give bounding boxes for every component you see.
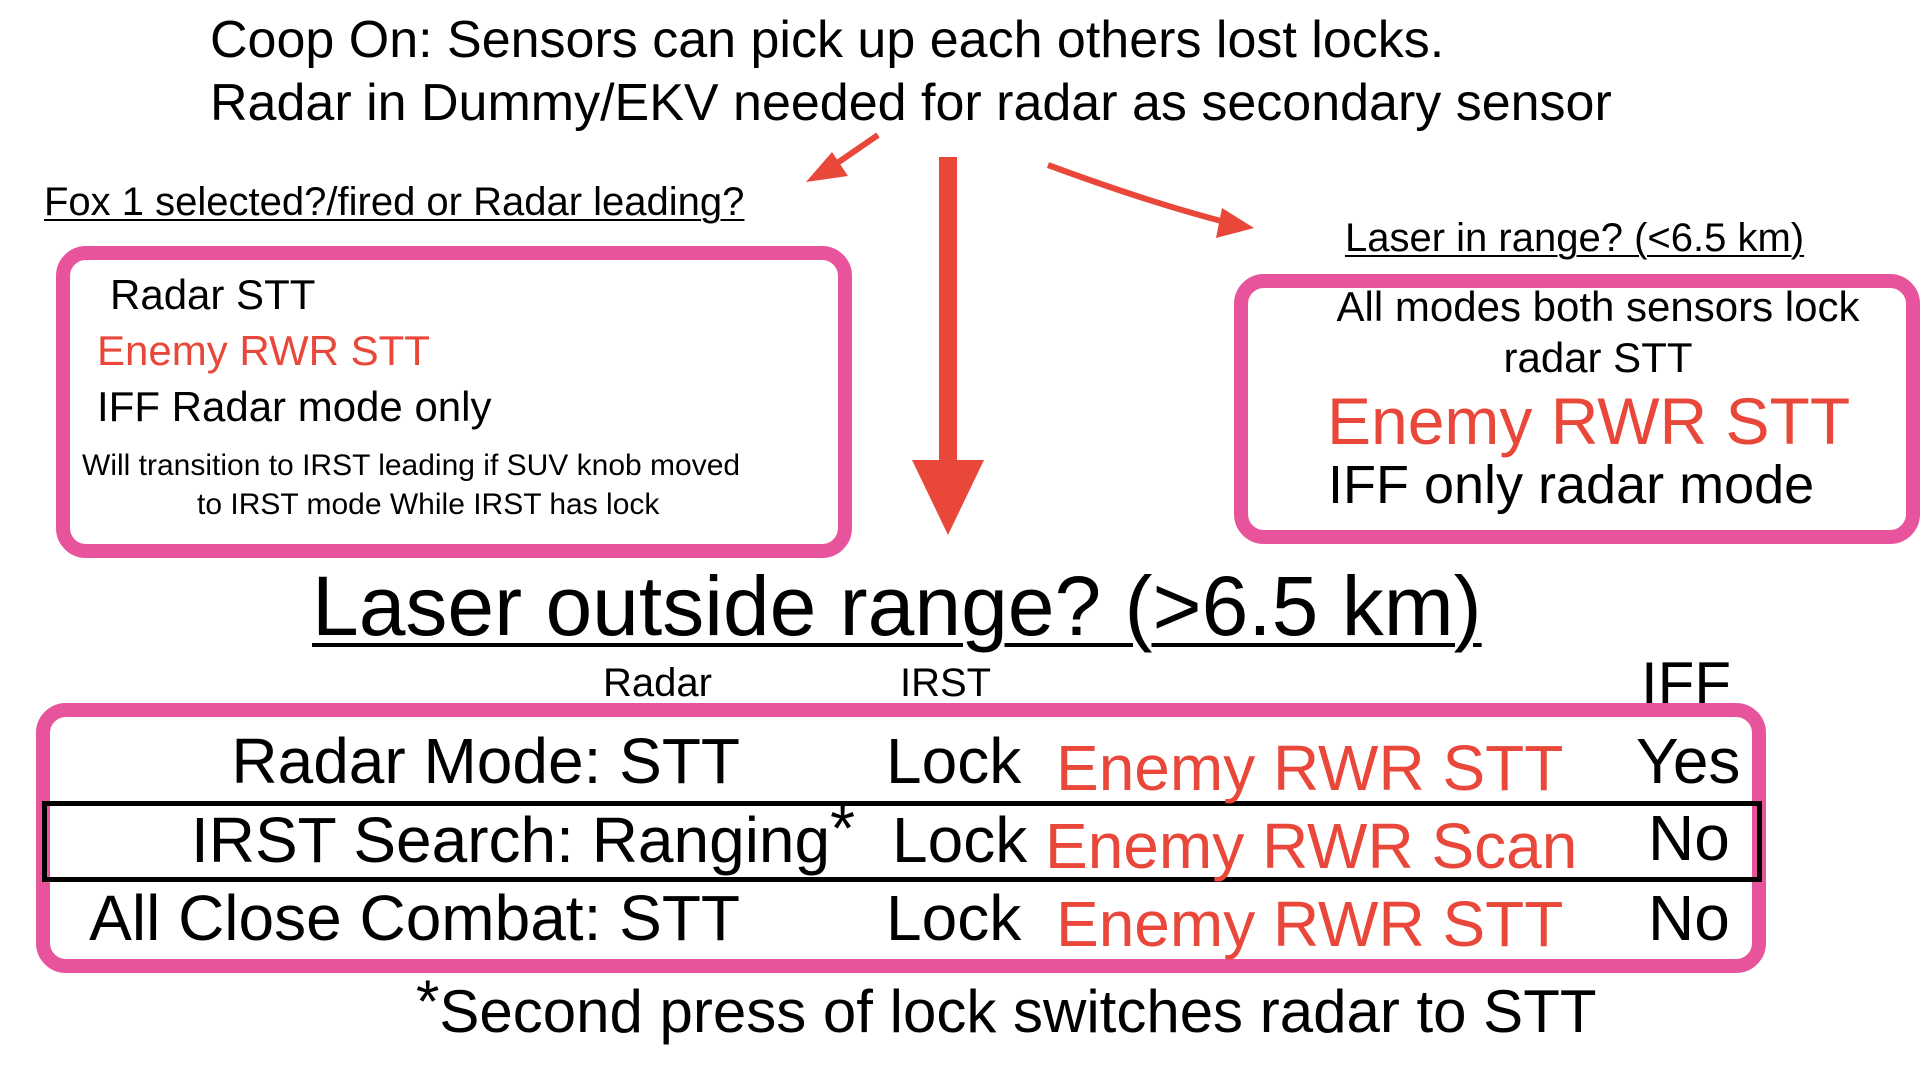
column-header-radar: Radar bbox=[603, 661, 712, 705]
left-branch-question: Fox 1 selected?/fired or Radar leading? bbox=[44, 180, 745, 224]
row-3-rwr: Enemy RWR STT bbox=[1056, 888, 1564, 960]
right-line-iff: IFF only radar mode bbox=[1328, 455, 1815, 515]
arrow-down-head bbox=[912, 460, 984, 535]
row-1-rwr: Enemy RWR STT bbox=[1056, 732, 1564, 804]
row-2-rwr: Enemy RWR Scan bbox=[1045, 810, 1578, 882]
row-2-irst: Lock bbox=[892, 804, 1028, 876]
column-header-irst: IRST bbox=[900, 661, 992, 705]
row-2-asterisk: * bbox=[830, 792, 855, 864]
header-line-2: Radar in Dummy/EKV needed for radar as s… bbox=[210, 74, 1612, 132]
left-branch-box bbox=[56, 246, 852, 558]
row-1-irst: Lock bbox=[886, 725, 1022, 797]
arrow-right-shaft bbox=[1046, 162, 1226, 225]
row-3-iff: No bbox=[1648, 882, 1730, 954]
arrow-left-head bbox=[806, 152, 848, 182]
left-note-line-1: Will transition to IRST leading if SUV k… bbox=[82, 449, 741, 482]
row-1-iff: Yes bbox=[1636, 725, 1741, 797]
row-2-mode-text: IRST Search: Ranging bbox=[190, 804, 831, 876]
row-3-irst: Lock bbox=[886, 882, 1022, 954]
left-item-iff: IFF Radar mode only bbox=[97, 383, 492, 430]
highlighted-row-outline bbox=[42, 801, 1762, 882]
right-branch-question: Laser in range? (<6.5 km) bbox=[1345, 216, 1805, 260]
footnote: *Second press of lock switches radar to … bbox=[416, 968, 1597, 1048]
header-line-1: Coop On: Sensors can pick up each others… bbox=[210, 11, 1445, 69]
center-branch-question: Laser outside range? (>6.5 km) bbox=[312, 559, 1482, 653]
footnote-text: Second press of lock switches radar to S… bbox=[439, 978, 1597, 1045]
left-item-enemy-rwr: Enemy RWR STT bbox=[97, 327, 430, 374]
right-line-1: All modes both sensors lock bbox=[1336, 283, 1860, 330]
arrow-right-head bbox=[1216, 208, 1254, 238]
left-item-radar-stt: Radar STT bbox=[110, 271, 316, 318]
row-2-mode: IRST Search: Ranging* bbox=[0, 792, 855, 878]
right-branch-box bbox=[1234, 274, 1920, 544]
footnote-asterisk: * bbox=[416, 968, 440, 1035]
right-line-enemy-rwr: Enemy RWR STT bbox=[1327, 384, 1851, 458]
left-note-line-2: to IRST mode While IRST has lock bbox=[197, 488, 660, 521]
row-1-mode: Radar Mode: STT bbox=[231, 725, 740, 797]
row-3-mode: All Close Combat: STT bbox=[89, 882, 740, 954]
row-2-iff: No bbox=[1648, 802, 1730, 874]
right-line-2: radar STT bbox=[1503, 334, 1693, 381]
